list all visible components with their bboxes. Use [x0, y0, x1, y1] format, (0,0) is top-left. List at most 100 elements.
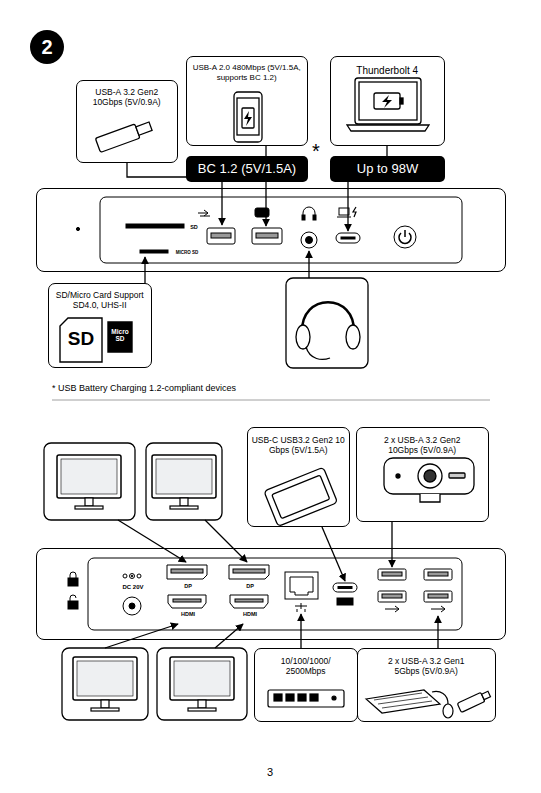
- keyboard-mouse-stick: [482, 691, 491, 699]
- back-housing-panel: [295, 603, 307, 612]
- usb-stick: [95, 124, 140, 152]
- connector-arrow: [144, 257, 145, 283]
- node-text: Thunderbolt 4: [335, 65, 440, 77]
- back-housing-panel: [290, 577, 313, 595]
- back-housing-panel: [235, 599, 263, 602]
- node-text: SD/Micro Card Support SD4.0, UHS-II: [50, 290, 150, 310]
- phone: [244, 111, 252, 126]
- headset-box: [296, 325, 310, 349]
- keyboard-mouse-stick: [457, 689, 491, 712]
- front-housing-panel: [140, 250, 168, 253]
- webcam: [418, 464, 442, 488]
- port-icons: [337, 217, 351, 218]
- back-housing-panel: [129, 603, 135, 609]
- footnote-mark: *: [312, 140, 320, 163]
- network-switch: [268, 690, 344, 707]
- network-switch: [274, 694, 282, 701]
- back-housing-panel: [333, 583, 357, 592]
- headset-box: [286, 278, 368, 368]
- port-callout-box: USB-A 2.0 480Mbps (5V/1.5A, supports BC …: [186, 56, 308, 146]
- port-icons: [255, 208, 269, 217]
- front-housing-panel: [301, 232, 317, 248]
- port-callout-box: 10/100/1000/ 2500Mbps: [254, 648, 358, 722]
- connector-arrow: [391, 522, 392, 567]
- webcam: [420, 494, 440, 502]
- card-print: Micro SD: [108, 328, 132, 343]
- monitor-boxes: [44, 443, 135, 520]
- band-text: BC 1.2 (5V/1.5A): [198, 161, 296, 177]
- phone: [234, 92, 262, 142]
- port-icons: [353, 207, 356, 217]
- back-housing-panel: [337, 598, 353, 605]
- port-label: MICRO SD: [176, 250, 199, 255]
- usb-drive: [264, 467, 338, 526]
- laptop: [400, 98, 403, 104]
- laptop: [355, 78, 421, 124]
- back-housing-panel: [424, 591, 452, 602]
- network-switch: [298, 694, 306, 701]
- sd-card: [108, 322, 132, 352]
- headset-box: [308, 251, 309, 278]
- laptop: [382, 95, 392, 108]
- back-housing-panel: [382, 572, 402, 576]
- monitor-boxes: [73, 657, 137, 711]
- headset-box: [306, 347, 330, 359]
- node-text: USB-A 3.2 Gen2 10Gbps (5V/0.9A): [83, 87, 171, 107]
- front-housing-panel: [341, 237, 355, 239]
- back-housing-panel: [168, 595, 206, 608]
- page-number: 3: [267, 766, 273, 779]
- phone: [234, 92, 262, 142]
- back-housing-panel: [167, 565, 207, 579]
- port-callout-box: Thunderbolt 4: [330, 56, 445, 146]
- card-print: SD: [68, 328, 94, 350]
- monitor-boxes: [57, 455, 121, 509]
- back-housing-panel: [68, 601, 78, 609]
- network-switch: [268, 690, 344, 707]
- port-icons: [313, 215, 316, 220]
- monitor-boxes: [105, 624, 178, 648]
- node-text: USB-A 2.0 480Mbps (5V/1.5A, supports BC …: [189, 63, 305, 82]
- back-housing-panel: [428, 594, 448, 598]
- front-housing-panel: [100, 197, 462, 263]
- back-housing-panel: [123, 597, 141, 615]
- node-text: 2 x USB-A 3.2 Gen1 5Gbps (5V/0.9A): [376, 656, 476, 676]
- front-housing-panel: [394, 226, 416, 248]
- monitor-boxes: [118, 520, 186, 562]
- charging-band: Up to 98W: [330, 156, 445, 182]
- port-label: DC 20V: [122, 584, 143, 591]
- port-callout-box: USB-A 3.2 Gen2 10Gbps (5V/0.9A): [76, 80, 178, 163]
- band-text: Up to 98W: [357, 161, 418, 177]
- back-housing-panel: [428, 572, 448, 576]
- back-housing-panel: [68, 578, 78, 586]
- keyboard-mouse-stick: [366, 689, 491, 718]
- front-housing-panel: [76, 197, 462, 263]
- monitor-boxes: [157, 648, 247, 720]
- front-housing-panel: [306, 237, 313, 244]
- monitor-boxes: [62, 648, 148, 720]
- port-label: DP: [246, 583, 254, 590]
- back-housing-panel: [233, 569, 265, 573]
- charging-band: BC 1.2 (5V/1.5A): [186, 156, 308, 182]
- connector-arrow: [265, 146, 266, 156]
- node-text: USB-C USB3.2 Gen2 10 Gbps (5V/1.5A): [251, 435, 346, 455]
- back-housing-panel: [230, 595, 268, 608]
- back-housing-panel: [68, 558, 462, 630]
- front-housing-panel: [336, 233, 360, 243]
- front-housing-panel: [252, 228, 282, 244]
- separator: [52, 400, 490, 401]
- connector-arrow: [300, 614, 301, 648]
- usb-stick: [95, 119, 153, 152]
- monitor-boxes: [205, 520, 247, 562]
- phone: [237, 98, 259, 135]
- sd-card: [60, 318, 102, 362]
- back-housing-panel: [173, 599, 201, 602]
- front-housing-panel: [76, 227, 79, 230]
- monitor-boxes: [152, 455, 216, 509]
- port-label: DP: [184, 583, 192, 590]
- connector-arrow: [347, 182, 348, 231]
- laptop: [347, 78, 429, 131]
- front-housing-panel: [126, 224, 184, 228]
- dock-back: DC 20VDPDPHDMIHDMI: [36, 548, 506, 640]
- webcam: [384, 458, 474, 502]
